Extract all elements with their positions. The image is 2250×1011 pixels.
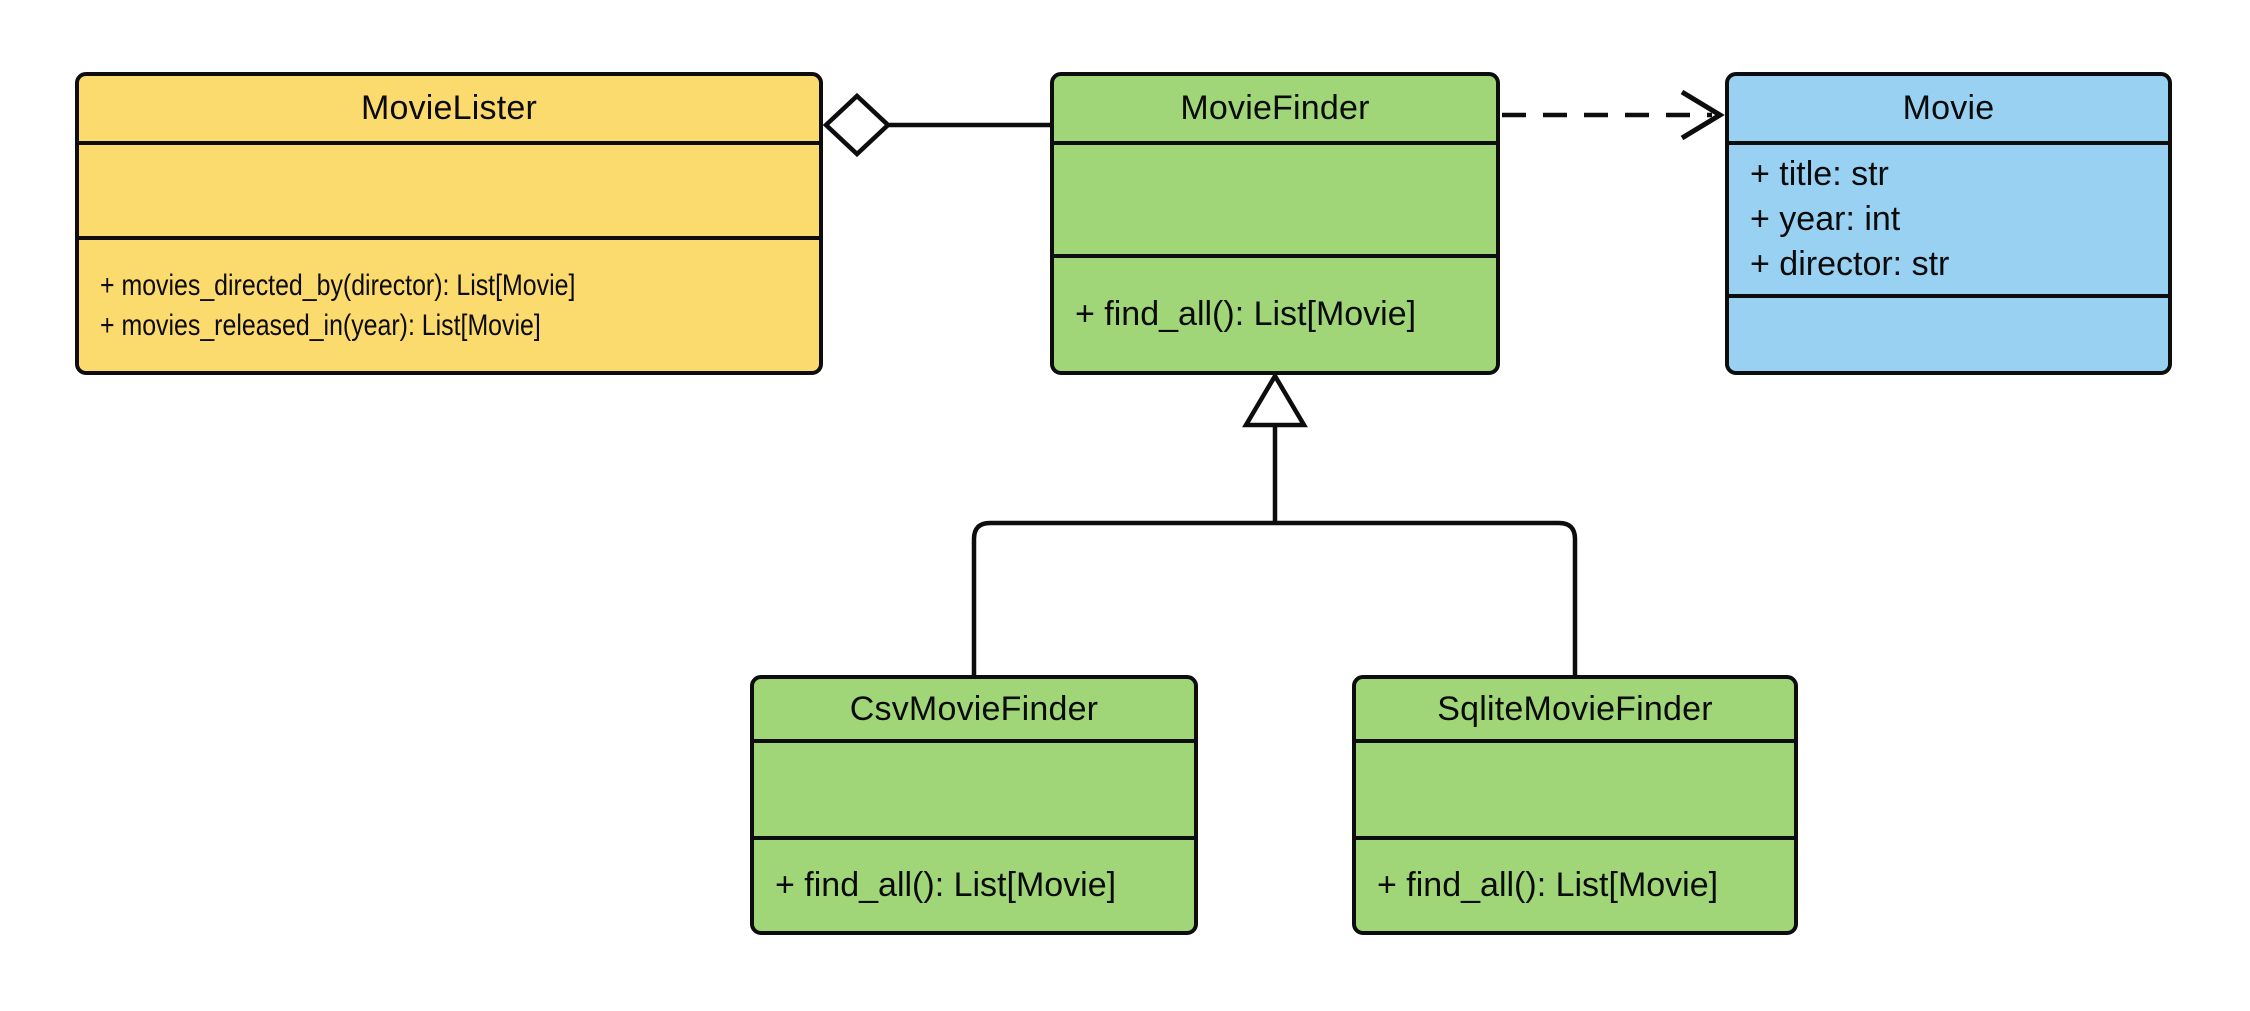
aggregation-diamond-icon xyxy=(822,92,892,158)
class-sqlitemoviefinder-methods-section: + find_all(): List[Movie] xyxy=(1356,840,1794,931)
class-movielister-methods-section: + movies_directed_by(director): List[Mov… xyxy=(79,240,819,371)
class-movielister-title: MovieLister xyxy=(79,76,819,145)
attribute-item: + year: int xyxy=(1750,200,1901,238)
inheritance-triangle-icon xyxy=(1242,371,1308,428)
method-item: + movies_directed_by(director): List[Mov… xyxy=(100,268,576,302)
class-csvmoviefinder-methods-section: + find_all(): List[Movie] xyxy=(754,840,1194,931)
class-movie-methods-section xyxy=(1729,298,2168,371)
dependency-arrow[interactable] xyxy=(1502,89,1725,141)
class-movie-attributes-section: + title: str + year: int + director: str xyxy=(1729,145,2168,298)
class-csvmoviefinder-title: CsvMovieFinder xyxy=(754,679,1194,743)
class-moviefinder[interactable]: MovieFinder + find_all(): List[Movie] xyxy=(1050,72,1500,375)
class-moviefinder-title: MovieFinder xyxy=(1054,76,1496,145)
attribute-item: + director: str xyxy=(1750,245,1950,283)
method-item: + find_all(): List[Movie] xyxy=(1377,866,1719,904)
inheritance-branch xyxy=(971,520,1578,676)
method-item: + find_all(): List[Movie] xyxy=(1075,295,1417,333)
class-moviefinder-methods-section: + find_all(): List[Movie] xyxy=(1054,258,1496,371)
inheritance-connector[interactable] xyxy=(971,371,1578,676)
class-csvmoviefinder-attributes-section xyxy=(754,743,1194,840)
class-movie[interactable]: Movie + title: str + year: int + directo… xyxy=(1725,72,2172,375)
class-movie-title: Movie xyxy=(1729,76,2168,145)
aggregation-connector[interactable] xyxy=(822,92,1051,158)
attribute-item: + title: str xyxy=(1750,155,1889,193)
class-movielister-attributes-section xyxy=(79,145,819,240)
dependency-arrowhead-icon xyxy=(1680,89,1725,141)
class-csvmoviefinder[interactable]: CsvMovieFinder + find_all(): List[Movie] xyxy=(750,675,1198,935)
class-sqlitemoviefinder[interactable]: SqliteMovieFinder + find_all(): List[Mov… xyxy=(1352,675,1798,935)
class-movielister[interactable]: MovieLister + movies_directed_by(directo… xyxy=(75,72,823,375)
method-item: + find_all(): List[Movie] xyxy=(775,866,1117,904)
method-item: + movies_released_in(year): List[Movie] xyxy=(100,308,541,342)
class-sqlitemoviefinder-attributes-section xyxy=(1356,743,1794,840)
class-moviefinder-attributes-section xyxy=(1054,145,1496,258)
class-sqlitemoviefinder-title: SqliteMovieFinder xyxy=(1356,679,1794,743)
